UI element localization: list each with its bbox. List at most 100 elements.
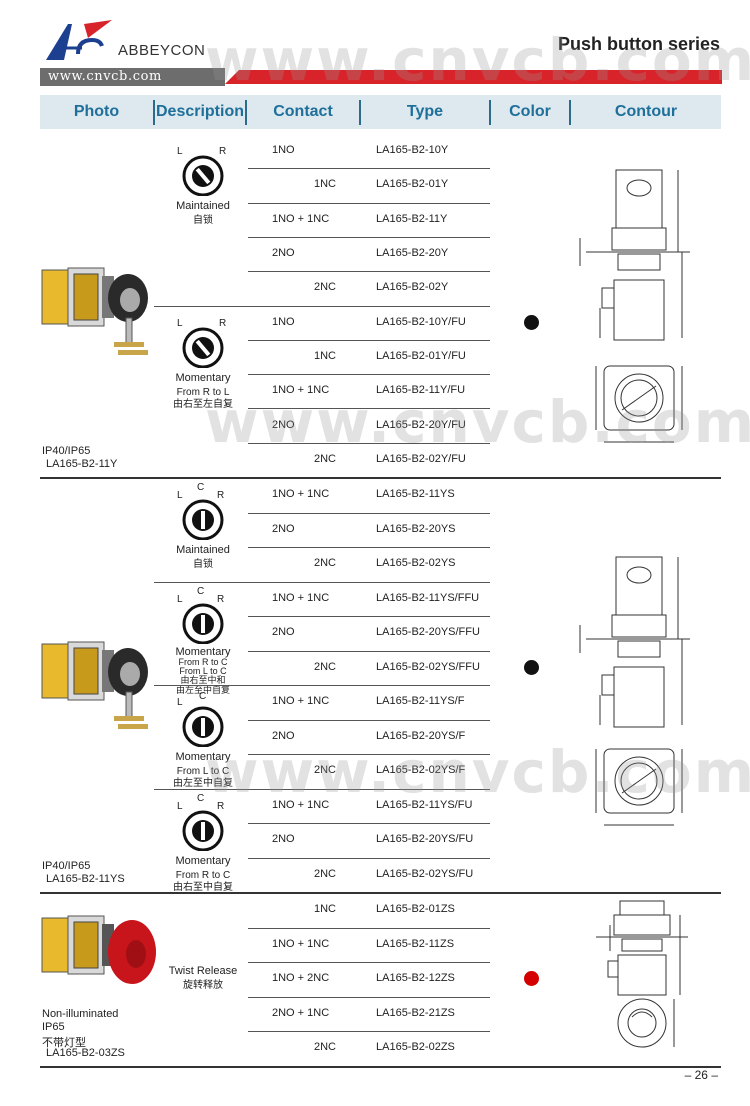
website-text: www.cnvcb.com [48, 69, 162, 84]
description-text: From R to C [178, 657, 228, 667]
type-cell: LA165-B2-10Y [376, 144, 449, 157]
description-text: Momentary [175, 854, 231, 867]
row-divider [248, 996, 490, 998]
column-contact: Contact [273, 103, 333, 120]
column-separator [359, 100, 361, 125]
contact-cell: 1NO + 1NC [272, 384, 330, 397]
contact-cell: 1NO + 1NC [272, 798, 330, 811]
contact-cell: 1NO + 1NC [272, 488, 330, 501]
switch-position-label: R [217, 593, 225, 605]
contact-cell: 2NC [314, 557, 337, 570]
contact-cell: 1NO + 1NC [272, 937, 330, 950]
type-cell: LA165-B2-02ZS [376, 1041, 455, 1054]
row-divider [248, 719, 490, 721]
switch-position-label: C [197, 482, 205, 493]
product-photo-emergency-stop [41, 915, 156, 984]
header-red-bar [225, 70, 722, 84]
switch-position-label: C [197, 792, 205, 804]
contact-cell: 2NC [314, 867, 337, 880]
key-switch-icon [182, 810, 224, 851]
type-cell: LA165-B2-20Y [376, 247, 449, 260]
contact-cell: 1NC [314, 349, 337, 362]
contact-cell: 2NC [314, 1041, 337, 1054]
type-cell: LA165-B2-20YS [376, 522, 456, 535]
photo-caption: LA165-B2-03ZS [46, 1046, 125, 1059]
row-divider [248, 823, 490, 824]
contact-cell: 1NO + 1NC [272, 591, 330, 604]
row-divider [248, 857, 490, 859]
description-text: Twist Release [168, 965, 238, 978]
row-divider [248, 271, 490, 273]
row-divider [248, 512, 490, 514]
switch-position-label: L [177, 593, 183, 605]
column-separator [489, 100, 491, 125]
key-switch-icon [182, 155, 224, 196]
type-cell: LA165-B2-02YS/FU [376, 867, 474, 880]
color-dot-red [524, 971, 539, 987]
description-text: From R to C [175, 869, 231, 881]
description-divider [154, 581, 248, 583]
description-divider [154, 305, 248, 307]
photo-caption: IP65 [42, 1020, 65, 1033]
contact-cell: 2NO [272, 626, 295, 639]
switch-position-label: L [177, 697, 183, 708]
contact-cell: 2NC [314, 452, 337, 465]
description-text: From L to C [179, 665, 227, 676]
row-divider [248, 374, 490, 376]
column-description: Description [155, 103, 244, 120]
switch-position-label: C [199, 691, 207, 702]
type-cell: LA165-B2-11YS [376, 488, 455, 501]
contact-cell: 1NC [314, 178, 337, 191]
row-divider [248, 339, 490, 341]
type-cell: LA165-B2-11YS/F [376, 695, 465, 708]
description-text: 自锁 [193, 559, 213, 570]
column-header: Photo Description Contact Type Color Con… [40, 95, 721, 129]
switch-position-label: L [177, 317, 183, 329]
photo-caption: Non-illuminated [42, 1007, 119, 1020]
contact-cell: 2NO [272, 418, 295, 431]
type-cell: LA165-B2-11YS/FFU [376, 591, 480, 604]
type-cell: LA165-B2-11YS/FU [376, 798, 473, 811]
series-title: Push button series [557, 34, 720, 54]
row-divider [248, 168, 490, 170]
key-switch-icon [182, 499, 224, 540]
contact-cell: 2NO [272, 522, 295, 535]
row-divider [248, 202, 490, 204]
page-header: ABBEYCON Push button series www.cnvcb.co… [0, 0, 750, 92]
key-switch-icon [182, 327, 224, 368]
switch-position-label: R [219, 317, 227, 329]
description-text: From R to L [176, 386, 230, 398]
abbeycon-logo-icon [46, 20, 112, 60]
type-cell: LA165-B2-02Y/FU [376, 452, 466, 465]
description-text: Maintained [176, 544, 230, 556]
column-separator [153, 100, 155, 125]
type-cell: LA165-B2-02YS/F [376, 764, 466, 777]
type-cell: LA165-B2-10Y/FU [376, 315, 466, 328]
type-cell: LA165-B2-11ZS [376, 937, 455, 950]
contact-cell: 1NO + 1NC [272, 212, 330, 225]
page-number: – 26 – [684, 1068, 718, 1082]
description-text: From L to C [176, 766, 230, 777]
switch-position-label: R [219, 146, 227, 157]
description-text: 旋转释放 [183, 980, 223, 992]
type-cell: LA165-B2-11Y [376, 212, 448, 225]
contact-cell: 1NO + 2NC [272, 972, 330, 985]
switch-position-label: R [217, 490, 225, 501]
key-switch-icon [182, 603, 224, 644]
header-grey-bar [40, 68, 225, 86]
contact-cell: 2NO [272, 833, 295, 846]
row-divider [248, 788, 490, 790]
contact-cell: 2NO + 1NC [272, 1006, 330, 1019]
photo-caption: IP40/IP65 [42, 445, 91, 457]
row-divider [248, 236, 490, 238]
contour-drawing-key-switch [579, 169, 690, 443]
description-text: 由右至左自复 [173, 398, 233, 410]
row-divider [248, 305, 490, 307]
row-divider [248, 442, 490, 444]
switch-position-label: R [217, 800, 225, 812]
type-cell: LA165-B2-01Y [376, 178, 449, 191]
contact-cell: 2NC [314, 281, 337, 294]
product-photo-key-switch-3pos [41, 641, 148, 729]
contact-cell: 2NC [314, 764, 337, 777]
column-color: Color [509, 103, 551, 120]
